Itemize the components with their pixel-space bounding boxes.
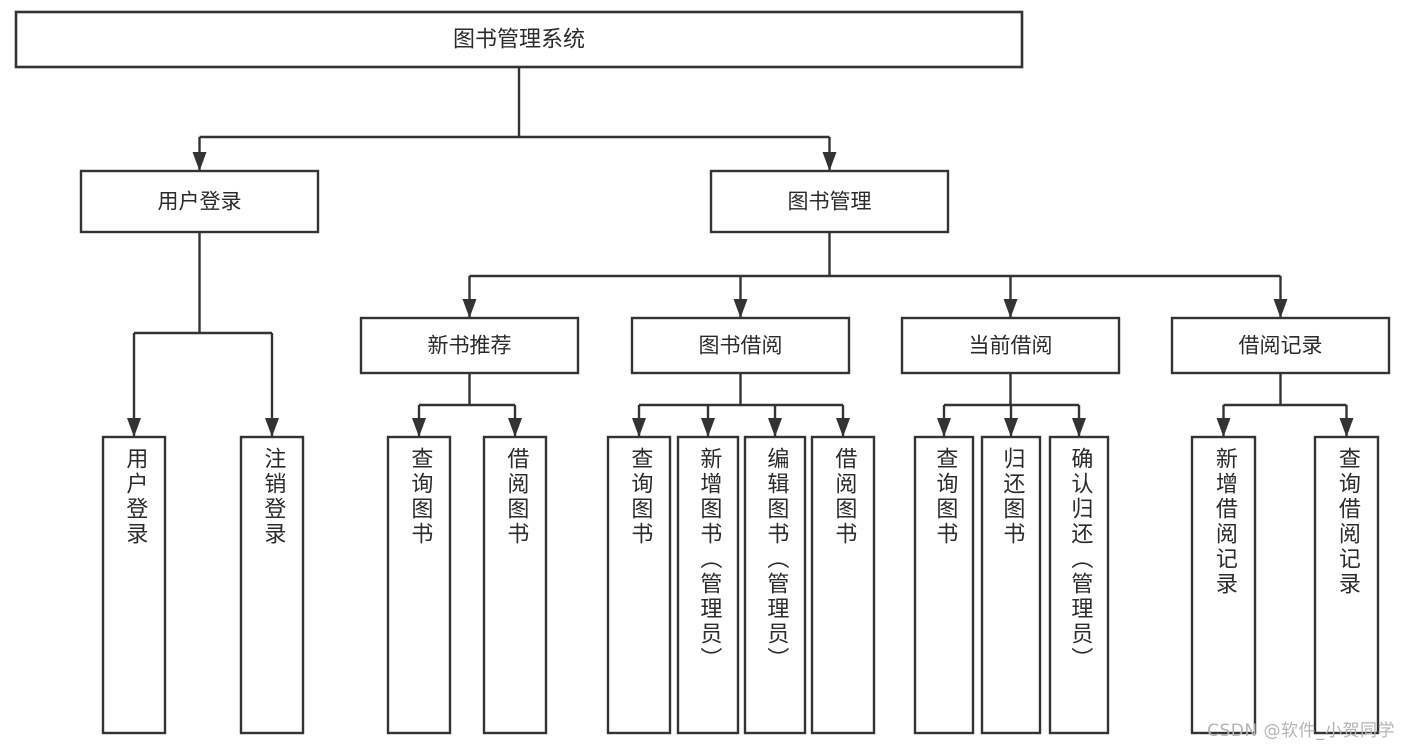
leaf-node-box-leaf-user-login[interactable] [101, 435, 167, 735]
watermark-text: CSDN @软件_小贺同学 [1207, 721, 1395, 741]
leaf-node-box-leaf-edit-book[interactable] [743, 435, 807, 735]
node-box-layer [14, 10, 1391, 735]
branch-node-label-book-management: 图书管理 [788, 190, 872, 214]
branch-node-label-user-login: 用户登录 [158, 190, 242, 214]
arrow-head-icon-branch-0 [192, 152, 207, 171]
arrow-head-icon-sub-3 [1273, 299, 1288, 318]
arrow-head-icon-sub-2 [1003, 299, 1018, 318]
arrow-head-icon-branch-1 [822, 152, 837, 171]
leaf-node-box-leaf-borrow-book-2[interactable] [810, 435, 876, 735]
branch-node-box-book-management[interactable] [709, 169, 950, 234]
root-node-box[interactable] [14, 10, 1024, 69]
leaf-node-box-leaf-borrow-book-1[interactable] [482, 435, 548, 735]
arrow-head-icon-leaf-query-book-2 [632, 418, 646, 437]
arrow-head-icon-leaf-user-login [127, 418, 141, 437]
subbranch-node-label-book-borrow: 图书借阅 [699, 334, 783, 358]
arrow-head-icon-leaf-logout [265, 418, 279, 437]
arrow-head-icon-leaf-borrow-book-1 [508, 418, 522, 437]
root-node-label: 图书管理系统 [453, 28, 585, 53]
leaf-node-box-leaf-confirm-return[interactable] [1048, 435, 1110, 735]
subbranch-node-box-current-borrow[interactable] [900, 316, 1121, 375]
subbranch-node-box-book-borrow[interactable] [630, 316, 851, 375]
subbranch-node-box-borrow-record[interactable] [1170, 316, 1391, 375]
leaf-node-box-leaf-add-record[interactable] [1190, 435, 1257, 735]
leaf-node-box-leaf-add-book[interactable] [676, 435, 740, 735]
arrow-head-icon-sub-0 [462, 299, 477, 318]
branch-node-box-user-login[interactable] [79, 169, 320, 234]
arrow-head-icon-leaf-query-record [1339, 418, 1354, 437]
subbranch-node-label-borrow-record: 借阅记录 [1239, 334, 1323, 358]
arrow-head-icon-leaf-query-book-3 [937, 418, 951, 437]
arrow-head-icon-leaf-add-record [1216, 418, 1231, 437]
arrow-head-icon-leaf-add-book [701, 418, 715, 437]
subbranch-node-box-new-book-recommend[interactable] [359, 316, 580, 375]
arrow-head-icon-sub-1 [733, 299, 748, 318]
arrow-head-icon-leaf-confirm-return [1072, 418, 1086, 437]
arrow-head-icon-leaf-return-book [1004, 418, 1018, 437]
subbranch-node-label-current-borrow: 当前借阅 [969, 334, 1053, 358]
arrow-head-icon-leaf-borrow-book-2 [836, 418, 850, 437]
connector-layer [127, 67, 1354, 437]
leaf-node-box-leaf-logout[interactable] [239, 435, 305, 735]
leaf-node-box-leaf-query-book-2[interactable] [606, 435, 672, 735]
arrow-head-icon-leaf-query-book-1 [412, 418, 426, 437]
leaf-node-box-leaf-return-book[interactable] [980, 435, 1042, 735]
leaf-node-box-leaf-query-book-1[interactable] [386, 435, 452, 735]
leaf-node-box-leaf-query-book-3[interactable] [913, 435, 975, 735]
leaf-node-box-leaf-query-record[interactable] [1313, 435, 1380, 735]
arrow-head-icon-leaf-edit-book [768, 418, 782, 437]
subbranch-node-label-new-book-recommend: 新书推荐 [428, 334, 512, 358]
